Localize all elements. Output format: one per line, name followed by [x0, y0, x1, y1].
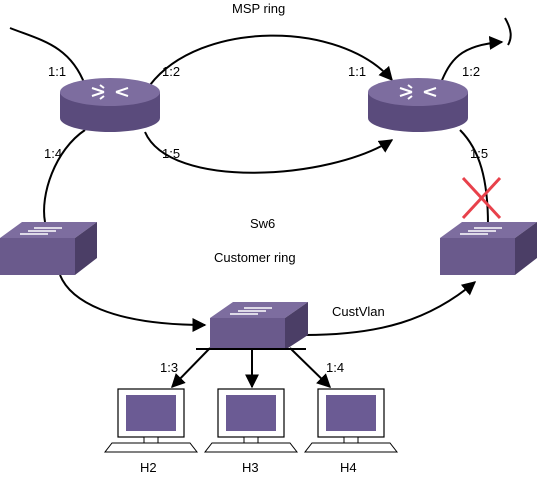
- switch-arrows-icon: [230, 307, 272, 315]
- port-label: 1:2: [162, 64, 180, 79]
- router-right: [368, 78, 468, 132]
- link-left-router-to-sw6: [43, 129, 86, 223]
- links: [9, 17, 512, 389]
- port-label: 1:5: [470, 146, 488, 161]
- port-label: 1:4: [44, 146, 62, 161]
- port-label: 1:5: [162, 146, 180, 161]
- link-sw6-to-center-switch: [59, 274, 207, 332]
- router-arrows-icon: [91, 84, 129, 100]
- link-msp-right-uplink: [439, 35, 504, 86]
- host-label-h2: H2: [140, 460, 157, 475]
- port-label: 1:3: [160, 360, 178, 375]
- link-failure-x-icon: [461, 176, 502, 220]
- monitor-screen: [226, 395, 276, 431]
- link-msp-left-uplink: [9, 27, 86, 86]
- host-label-h3: H3: [242, 460, 259, 475]
- host-h2: [103, 388, 199, 453]
- switch-sw6: [0, 222, 97, 275]
- link-center-to-h4: [289, 347, 332, 388]
- host-h4: [303, 388, 399, 453]
- monitor-screen: [126, 395, 176, 431]
- host-h3: [203, 388, 299, 453]
- port-label: 1:2: [462, 64, 480, 79]
- monitor-screen: [326, 395, 376, 431]
- router-left: [60, 78, 160, 132]
- switch-arrows-icon: [20, 227, 62, 235]
- port-label: 1:4: [326, 360, 344, 375]
- port-label: 1:1: [48, 64, 66, 79]
- link-custvlan: [304, 281, 477, 336]
- link-msp-right-overhang: [504, 17, 512, 46]
- link-center-to-h2: [171, 347, 211, 389]
- router-arrows-icon: [399, 84, 437, 100]
- link-right-router-to-right-switch: [459, 129, 489, 226]
- host-label-h4: H4: [340, 460, 357, 475]
- switch-center: [196, 302, 308, 350]
- msp-ring-label: MSP ring: [232, 1, 285, 16]
- link-msp-top: [149, 34, 393, 86]
- customer-ring-label: Customer ring: [214, 250, 296, 265]
- custvlan-label: CustVlan: [332, 304, 385, 319]
- switch-arrows-icon: [460, 227, 502, 235]
- switch-right: [440, 222, 537, 275]
- sw6-label: Sw6: [250, 216, 275, 231]
- port-label: 1:1: [348, 64, 366, 79]
- link-msp-bottom: [144, 131, 394, 174]
